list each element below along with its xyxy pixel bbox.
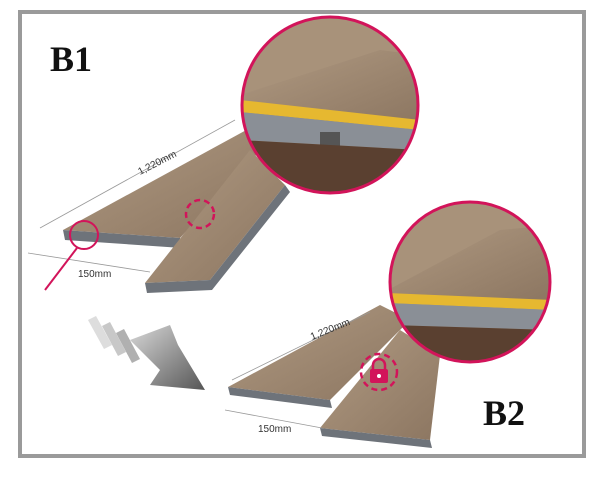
b1-plank-top [63, 128, 270, 248]
b1-label: B1 [50, 39, 93, 79]
b2-width-label: 150mm [258, 424, 291, 435]
b2-width-dimension-line [224, 409, 323, 429]
b2-plank-bottom [320, 330, 440, 448]
b1-joint-dashed-circle [184, 198, 216, 230]
arrow-icon [88, 316, 205, 390]
b1-length-dimension-line [39, 119, 236, 229]
b2-length-dimension-line [231, 311, 371, 381]
b1-width-label: 150mm [78, 269, 111, 280]
b1-pointer-line [44, 247, 78, 291]
b1-edge-highlight-circle [69, 220, 99, 250]
b2-joint-dashed-circle [359, 352, 399, 392]
b1-width-dimension-line [27, 252, 151, 273]
b2-magnified-joint [388, 200, 552, 364]
b2-label: B2 [483, 393, 526, 433]
lock-icon [370, 357, 388, 383]
b2-plank-top [228, 305, 410, 408]
